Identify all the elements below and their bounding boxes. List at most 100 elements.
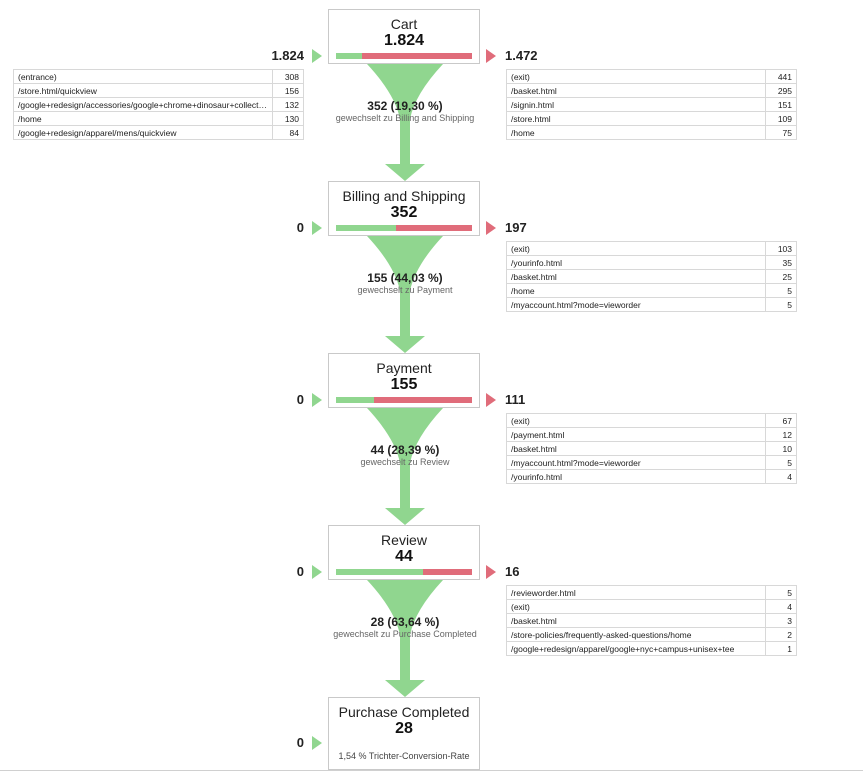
page-path[interactable]: /revieworder.html	[506, 585, 766, 600]
exits-count: 111	[505, 392, 526, 407]
entrance-arrow-icon	[312, 565, 322, 579]
flow-label: 352 (19,30 %)gewechselt zu Billing and S…	[300, 99, 510, 124]
page-path[interactable]: (exit)	[506, 413, 766, 428]
page-path[interactable]: /myaccount.html?mode=vieworder	[506, 297, 766, 312]
page-count: 295	[765, 83, 797, 98]
stage-count: 155	[390, 376, 418, 393]
table-row[interactable]: (exit)4	[506, 599, 797, 614]
entrance-arrow-icon	[312, 49, 322, 63]
page-count: 308	[272, 69, 304, 84]
page-count: 84	[272, 125, 304, 140]
exit-arrow-icon	[486, 565, 496, 579]
table-row[interactable]: (exit)441	[506, 69, 797, 84]
flow-count: 28 (63,64 %)	[370, 615, 440, 629]
page-count: 5	[765, 283, 797, 298]
page-count: 4	[765, 599, 797, 614]
page-path[interactable]: /myaccount.html?mode=vieworder	[506, 455, 766, 470]
page-count: 109	[765, 111, 797, 126]
page-path[interactable]: /basket.html	[506, 269, 766, 284]
page-path[interactable]: /store-policies/frequently-asked-questio…	[506, 627, 766, 642]
page-path[interactable]: /home	[506, 283, 766, 298]
page-path[interactable]: /google+redesign/accessories/google+chro…	[13, 97, 273, 112]
page-path[interactable]: /home	[13, 111, 273, 126]
page-path[interactable]: (entrance)	[13, 69, 273, 84]
page-path[interactable]: (exit)	[506, 69, 766, 84]
page-count: 67	[765, 413, 797, 428]
stage-progress-bar	[336, 397, 472, 403]
page-count: 12	[765, 427, 797, 442]
page-path[interactable]: /yourinfo.html	[506, 469, 766, 484]
flow-label: 28 (63,64 %)gewechselt zu Purchase Compl…	[300, 615, 510, 640]
page-count: 4	[765, 469, 797, 484]
flow-count: 155 (44,03 %)	[367, 271, 443, 285]
page-path[interactable]: /payment.html	[506, 427, 766, 442]
page-path[interactable]: /google+redesign/apparel/mens/quickview	[13, 125, 273, 140]
page-path[interactable]: /google+redesign/apparel/google+nyc+camp…	[506, 641, 766, 656]
entrances-count: 0	[296, 392, 304, 407]
page-path[interactable]: (exit)	[506, 241, 766, 256]
table-row[interactable]: (exit)67	[506, 413, 797, 428]
stage-progress-bar	[336, 53, 472, 59]
entrance-arrow-icon	[312, 393, 322, 407]
page-path[interactable]: /basket.html	[506, 441, 766, 456]
progress-red	[361, 53, 472, 59]
page-count: 130	[272, 111, 304, 126]
stage-progress-bar	[336, 569, 472, 575]
table-row[interactable]: /google+redesign/accessories/google+chro…	[13, 97, 304, 112]
exit-arrow-icon	[486, 49, 496, 63]
stage-name: Billing and Shipping	[342, 188, 466, 204]
entrances-count: 0	[296, 220, 304, 235]
page-path[interactable]: /home	[506, 125, 766, 140]
flow-destination: gewechselt zu Billing and Shipping	[335, 113, 475, 123]
page-count: 441	[765, 69, 797, 84]
page-path[interactable]: /yourinfo.html	[506, 255, 766, 270]
page-path[interactable]: /store.html/quickview	[13, 83, 273, 98]
table-row[interactable]: (exit)103	[506, 241, 797, 256]
page-path[interactable]: /store.html	[506, 111, 766, 126]
table-row[interactable]: /google+redesign/apparel/google+nyc+camp…	[506, 641, 797, 656]
exits-count: 16	[505, 564, 520, 579]
entrances-count: 1.824	[271, 48, 304, 63]
entrance-arrow-icon	[312, 221, 322, 235]
table-row[interactable]: /store-policies/frequently-asked-questio…	[506, 627, 797, 642]
progress-red	[374, 397, 472, 403]
page-path[interactable]: /signin.html	[506, 97, 766, 112]
stage-count: 44	[395, 548, 413, 565]
page-path[interactable]: (exit)	[506, 599, 766, 614]
stage-progress-bar	[336, 225, 472, 231]
flow-count: 44 (28,39 %)	[370, 443, 440, 457]
page-path[interactable]: /basket.html	[506, 83, 766, 98]
table-row[interactable]: (entrance)308	[13, 69, 304, 84]
entrance-arrow-icon	[312, 736, 322, 750]
progress-green	[336, 397, 375, 403]
page-path[interactable]: /basket.html	[506, 613, 766, 628]
page-count: 156	[272, 83, 304, 98]
stage-name: Cart	[390, 16, 418, 32]
